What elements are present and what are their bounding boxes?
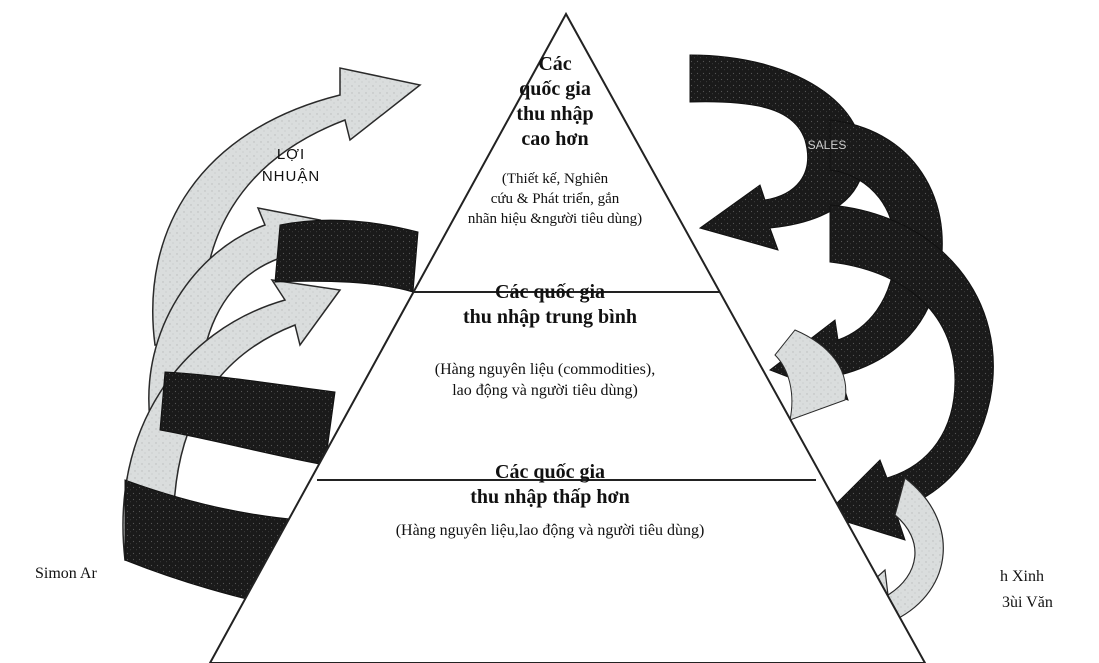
left-dark-band-middle: [160, 372, 335, 465]
sales-label: SALES: [772, 138, 882, 152]
top-title-line: Các: [480, 52, 630, 77]
top-title-line: thu nhập: [480, 102, 630, 127]
footer-right-text-2: 3ùi Văn: [1002, 594, 1053, 612]
left-dark-band-upper: [275, 220, 418, 292]
profit-label-line: LỢI: [236, 144, 346, 166]
top-desc-line: nhãn hiệu &người tiêu dùng): [400, 210, 710, 230]
footer-left-text: Simon Ar: [35, 565, 97, 583]
middle-tier-title: Các quốc gia thu nhập trung bình: [400, 280, 700, 330]
top-title-line: quốc gia: [480, 77, 630, 102]
middle-desc-line: lao động và người tiêu dùng): [360, 381, 730, 402]
top-desc-line: cứu & Phát triển, gắn: [400, 190, 710, 210]
middle-desc-line: (Hàng nguyên liệu (commodities),: [360, 360, 730, 381]
top-desc-line: (Thiết kế, Nghiên: [400, 170, 710, 190]
middle-title-line: Các quốc gia: [400, 280, 700, 305]
profit-label-line: NHUẬN: [236, 166, 346, 188]
bottom-tier-title: Các quốc gia thu nhập thấp hơn: [400, 460, 700, 510]
bottom-title-line: Các quốc gia: [400, 460, 700, 485]
bottom-desc-line: (Hàng nguyên liệu,lao động và người tiêu…: [320, 521, 780, 540]
footer-right-text-1: h Xinh: [1000, 568, 1044, 586]
profit-label: LỢI NHUẬN: [236, 144, 346, 188]
top-title-line: cao hơn: [480, 127, 630, 152]
middle-tier-description: (Hàng nguyên liệu (commodities), lao độn…: [360, 360, 730, 402]
middle-title-line: thu nhập trung bình: [400, 305, 700, 330]
top-tier-description: (Thiết kế, Nghiên cứu & Phát triển, gắn …: [400, 170, 710, 229]
bottom-title-line: thu nhập thấp hơn: [400, 485, 700, 510]
bottom-tier-description: (Hàng nguyên liệu,lao động và người tiêu…: [320, 521, 780, 540]
top-tier-title: Các quốc gia thu nhập cao hơn: [480, 52, 630, 152]
